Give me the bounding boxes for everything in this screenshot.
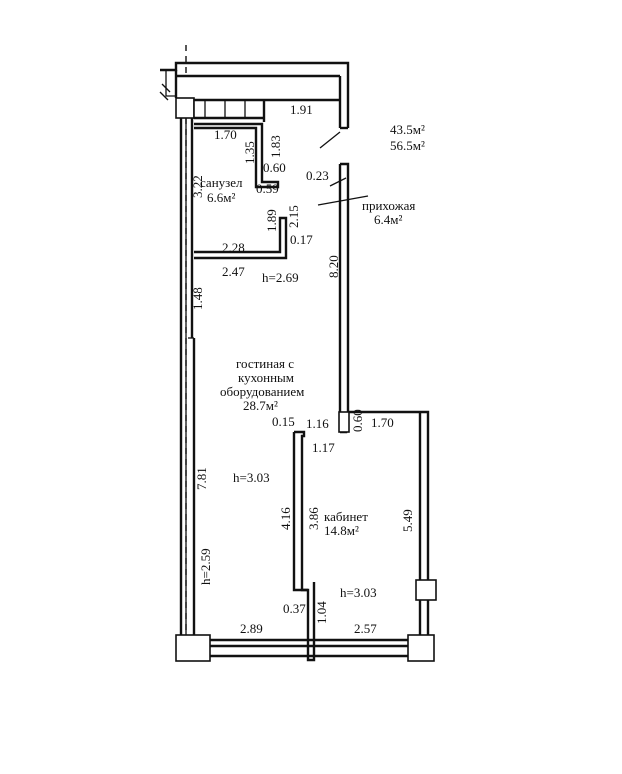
office-area: 14.8м² [324,523,359,538]
dim-1-17: 1.17 [312,440,335,455]
bathroom-area: 6.6м² [207,190,235,205]
living-name-line3: оборудованием [220,384,304,399]
height-living: h=3.03 [233,470,270,485]
dim-3-86: 3.86 [306,507,321,530]
dim-1-83: 1.83 [268,135,283,158]
dim-0-37: 0.37 [283,601,306,616]
dim-5-49: 5.49 [400,509,415,532]
dim-1-04: 1.04 [314,601,329,624]
dim-2-28: 2.28 [222,240,245,255]
dim-1-91: 1.91 [290,102,313,117]
dim-1-48: 1.48 [190,287,205,310]
partition-wall [292,430,316,662]
dim-0-23: 0.23 [306,168,329,183]
hall-name: прихожая [362,198,415,213]
hall-area: 6.4м² [374,212,402,227]
height-hall: h=2.69 [262,270,299,285]
living-area: 28.7м² [243,398,278,413]
bottom-wall [175,634,435,662]
dim-1-35: 1.35 [242,141,257,164]
dim-7-81: 7.81 [194,467,209,490]
dim-0-17: 0.17 [290,232,313,247]
dim-2-15: 2.15 [286,205,301,228]
height-left: h=2.59 [198,548,213,585]
height-office: h=3.03 [340,585,377,600]
living-name-line2: кухонным [238,370,294,385]
bathroom-name: санузел [200,175,243,190]
leader-line [317,195,369,206]
dim-1-70-top: 1.70 [214,127,237,142]
dim-0-59: 0.59 [256,181,279,196]
hall-right-wall [338,162,430,582]
dim-0-60-mid: 0.60 [350,409,365,432]
living-area-total: 43.5м² [390,122,425,137]
dim-1-16: 1.16 [306,416,329,431]
dim-0-15: 0.15 [272,414,295,429]
living-name-line1: гостиная с [236,356,294,371]
dim-0-60-top: 0.60 [263,160,286,175]
dim-8-20: 8.20 [326,255,341,278]
total-area: 56.5м² [390,138,425,153]
dim-3-22: 3.22 [190,175,205,198]
dim-2-89: 2.89 [240,621,263,636]
office-name: кабинет [324,509,368,524]
leader-line [329,177,347,187]
top-left-block [159,61,350,130]
dim-4-16: 4.16 [278,507,293,530]
leader-line [319,131,341,149]
office-right-wall [415,412,437,635]
dim-2-47: 2.47 [222,264,245,279]
dim-2-57: 2.57 [354,621,377,636]
dim-1-89: 1.89 [264,209,279,232]
dim-1-70-mid: 1.70 [371,415,394,430]
bathroom-walls [193,98,340,260]
